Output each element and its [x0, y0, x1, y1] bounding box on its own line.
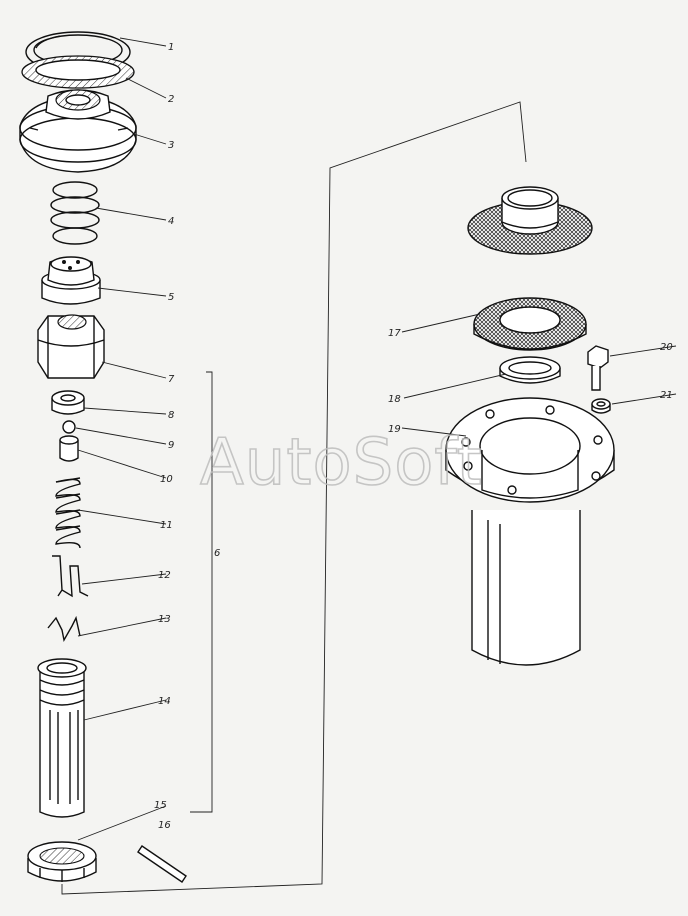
part-clip	[47, 615, 81, 642]
part-flanged-housing	[445, 397, 615, 666]
part-seal-assembly	[467, 186, 593, 255]
callout-21: 21	[660, 390, 673, 401]
callout-4: 4	[168, 216, 174, 227]
part-cover	[19, 89, 137, 173]
callout-14: 14	[158, 696, 171, 707]
callout-3: 3	[168, 140, 174, 151]
part-washer	[591, 398, 611, 414]
callout-10: 10	[160, 474, 173, 485]
callout-2: 2	[168, 94, 174, 105]
part-housing-tube	[37, 658, 87, 818]
callout-15: 15	[154, 800, 167, 811]
part-spring	[50, 181, 100, 245]
callout-17: 17	[388, 328, 401, 339]
callout-18: 18	[388, 394, 401, 405]
part-seal	[473, 297, 587, 351]
watermark-text: AutoSoft	[200, 426, 483, 500]
callout-8: 8	[168, 410, 174, 421]
part-long-spring	[55, 477, 81, 549]
group-bracket	[190, 371, 213, 813]
part-ring	[499, 356, 561, 384]
callout-16: 16	[158, 820, 171, 831]
part-gasket	[21, 55, 135, 89]
callout-12: 12	[158, 570, 171, 581]
callout-19: 19	[388, 424, 401, 435]
leader-lines	[75, 37, 677, 841]
part-spring-clip	[52, 555, 89, 598]
callout-7: 7	[168, 374, 175, 385]
part-bolt	[587, 345, 609, 391]
part-ball	[62, 420, 76, 434]
part-round-nut	[27, 841, 97, 882]
callout-13: 13	[158, 614, 171, 625]
part-valve-plate	[41, 256, 101, 305]
group-label-6: 6	[214, 548, 220, 559]
assembly-connector-line	[61, 101, 527, 895]
callout-5: 5	[168, 292, 174, 303]
callout-1: 1	[168, 42, 174, 53]
callout-11: 11	[160, 520, 173, 531]
part-hex-nut	[37, 314, 105, 379]
part-pin	[137, 845, 187, 883]
part-bushing	[51, 390, 85, 415]
callout-9: 9	[168, 440, 174, 451]
callout-20: 20	[660, 342, 673, 353]
part-plunger	[59, 435, 79, 462]
